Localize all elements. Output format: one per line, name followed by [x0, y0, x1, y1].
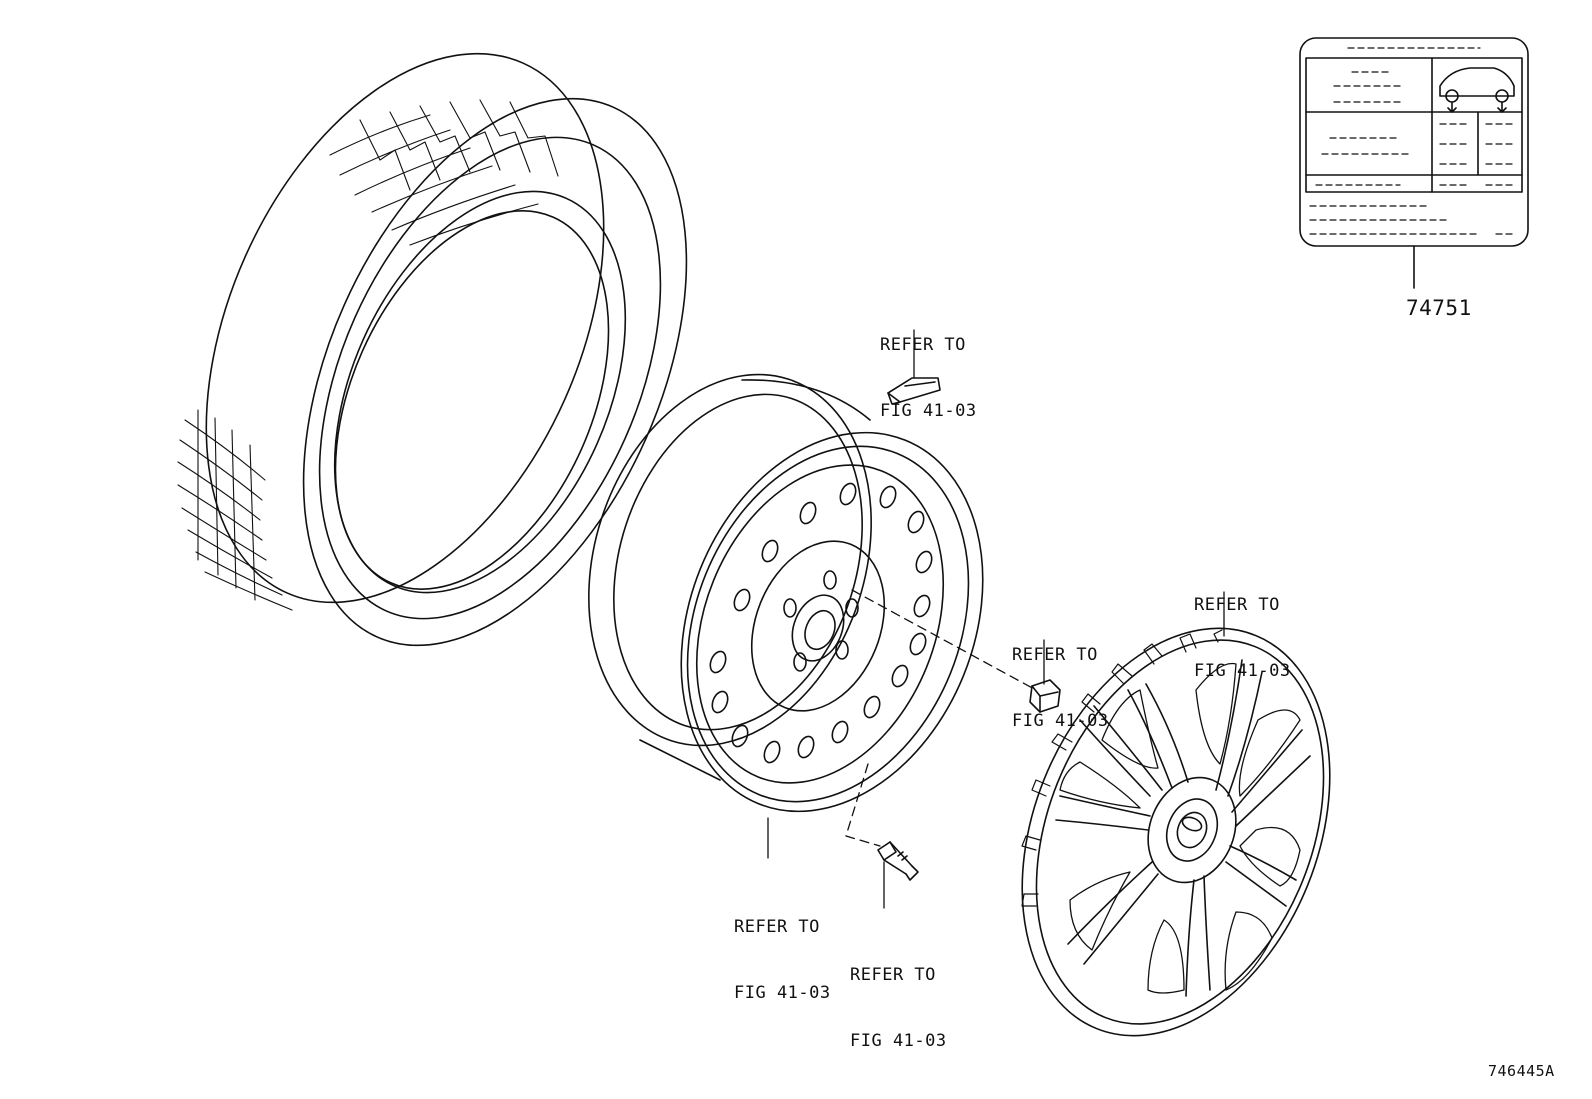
- tire-tread: [178, 100, 558, 610]
- valve-stem: [878, 842, 918, 880]
- wheel-face: [652, 428, 989, 820]
- callout-line2: FIG 41-03: [1194, 661, 1291, 681]
- leader-lines: [768, 330, 1224, 908]
- toyota-logo-icon: [1172, 808, 1211, 852]
- label-placeholder-text: [1310, 48, 1516, 234]
- callout-line1: REFER TO: [1194, 595, 1280, 615]
- wheel-vent-holes: [707, 481, 934, 765]
- car-icon: [1440, 68, 1514, 112]
- lug-nut: [1030, 680, 1060, 712]
- tire-bead-outer: [277, 146, 683, 637]
- illustration-number: 746445A: [1488, 1062, 1555, 1080]
- wheel-barrel-top: [742, 380, 870, 420]
- callout-line1: REFER TO: [880, 335, 966, 355]
- dashed-assembly-lines: [846, 590, 1036, 846]
- wheel-center-plate: [728, 521, 909, 731]
- callout-disc-wheel: REFER TO FIG 41-03: [734, 872, 831, 1026]
- callout-wheel-cap: REFER TO FIG 41-03: [1194, 550, 1291, 704]
- tire-sidewall: [251, 85, 729, 671]
- wheel-rim-front: [627, 387, 1037, 857]
- wheel-rim-front-lip: [637, 404, 1020, 844]
- wheel-cap-windows: [1060, 664, 1300, 993]
- disc-wheel: [543, 338, 1037, 857]
- callout-line1: REFER TO: [1012, 645, 1098, 665]
- wheel-cap-spokes: [1056, 660, 1310, 996]
- tire-outer-front: [226, 40, 763, 704]
- part-number-74751: 74751: [1406, 296, 1472, 320]
- callout-line2: FIG 41-03: [1012, 711, 1109, 731]
- tpms-sensor: [888, 378, 940, 404]
- callout-line2: FIG 41-03: [880, 401, 977, 421]
- wheel-hub-bore-inner: [800, 606, 841, 654]
- tire: [127, 0, 764, 704]
- wheel-cap-rim: [965, 582, 1387, 1082]
- wheel-cap-logo-ring: [1158, 791, 1226, 868]
- callout-line2: FIG 41-03: [850, 1031, 947, 1051]
- wheel-rim-back: [543, 338, 917, 783]
- wheel-barrel-bottom: [640, 740, 720, 780]
- callout-valve-sensor: REFER TO FIG 41-03: [880, 290, 977, 444]
- tire-pressure-label: [1300, 38, 1528, 288]
- callout-valve-stem: REFER TO FIG 41-03: [850, 920, 947, 1074]
- wheel-bolt-holes: [784, 571, 858, 671]
- tire-outer-back: [127, 0, 683, 664]
- wheel-cap: [965, 582, 1387, 1082]
- wheel-rim-back-inner: [573, 362, 904, 762]
- callout-line1: REFER TO: [850, 965, 936, 985]
- callout-line1: REFER TO: [734, 917, 820, 937]
- callout-line2: FIG 41-03: [734, 983, 831, 1003]
- callout-lug-nut: REFER TO FIG 41-03: [1012, 600, 1109, 754]
- wheel-cap-clips: [1022, 630, 1222, 906]
- wheel-cap-rim-inner: [983, 597, 1378, 1067]
- tire-bead-inner: [281, 168, 663, 631]
